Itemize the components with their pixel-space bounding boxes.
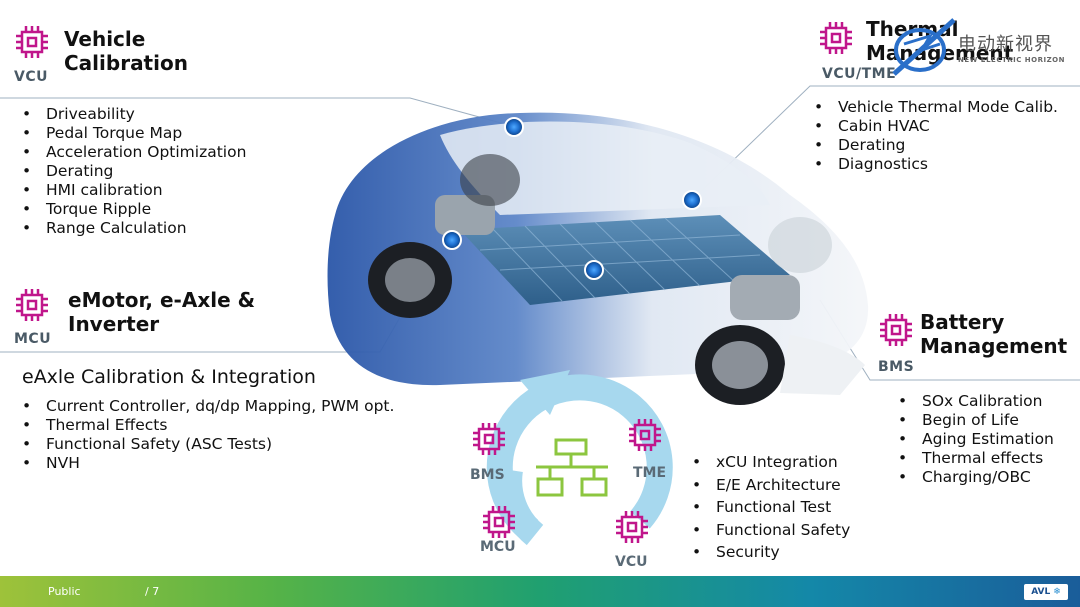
thermal-management-tag: VCU/TME [822,66,897,82]
vehicle-calibration-list: DriveabilityPedal Torque MapAcceleration… [20,105,246,238]
battery-management-list: SOx CalibrationBegin of LifeAging Estima… [896,392,1054,487]
cycle-label-vcu: VCU [615,554,648,570]
list-item: Vehicle Thermal Mode Calib. [812,98,1058,117]
list-item: Functional Test [690,496,850,519]
list-item: SOx Calibration [896,392,1054,411]
list-item: Begin of Life [896,411,1054,430]
callout-dot-bms [584,260,604,280]
list-item: Range Calculation [20,219,246,238]
battery-management-title: Battery Management [920,310,1068,358]
list-item: Cabin HVAC [812,117,1058,136]
list-item: Derating [812,136,1058,155]
list-item: Derating [20,162,246,181]
list-item: Security [690,541,850,564]
callout-dot-tme [682,190,702,210]
list-item: xCU Integration [690,451,850,474]
list-item: Torque Ripple [20,200,246,219]
watermark-chinese: 电动新视界 [958,34,1053,55]
list-item: Pedal Torque Map [20,124,246,143]
list-item: E/E Architecture [690,474,850,497]
emotor-list: Current Controller, dq/dp Mapping, PWM o… [20,397,394,473]
integration-cycle-arrow [486,370,673,546]
list-item: Functional Safety [690,519,850,542]
chip-icon [473,423,505,455]
vehicle-calibration-tag: VCU [14,69,48,85]
car-illustration [327,112,869,405]
list-item: Thermal Effects [20,416,394,435]
list-item: Charging/OBC [896,468,1054,487]
watermark-english: NEW ELECTRIC HORIZON [958,56,1065,64]
list-item: Acceleration Optimization [20,143,246,162]
avl-logo: AVL ❄ [1024,584,1068,600]
thermal-management-list: Vehicle Thermal Mode Calib.Cabin HVACDer… [812,98,1058,174]
cycle-label-tme: TME [633,465,667,481]
footer-classification: Public [48,585,81,598]
list-item: Current Controller, dq/dp Mapping, PWM o… [20,397,394,416]
integration-list: xCU IntegrationE/E ArchitectureFunctiona… [690,451,850,564]
emotor-tag: MCU [14,331,52,347]
list-item: NVH [20,454,394,473]
emotor-subtitle: eAxle Calibration & Integration [22,366,316,388]
chip-icon [629,419,661,451]
chip-icon [16,289,48,321]
emotor-title: eMotor, e-Axle & Inverter [68,288,256,336]
vehicle-calibration-title: Vehicle Calibration [64,27,188,75]
list-item: Thermal effects [896,449,1054,468]
cycle-label-mcu: MCU [480,539,516,555]
network-topology-icon [536,438,608,497]
cycle-label-bms: BMS [470,467,505,483]
chip-icon [616,511,648,543]
electric-horizon-logo-icon [892,18,956,76]
avl-logo-text: AVL [1031,587,1051,597]
list-item: Aging Estimation [896,430,1054,449]
callout-dot-mcu [442,230,462,250]
chip-icon [880,314,912,346]
chip-icon [820,22,852,54]
list-item: Driveability [20,105,246,124]
callout-dot-vcu [504,117,524,137]
footer-page-number: / 7 [145,585,160,598]
list-item: Functional Safety (ASC Tests) [20,435,394,454]
footer-bar [0,576,1080,607]
chip-icon [483,506,515,538]
snowflake-icon: ❄ [1053,587,1061,597]
list-item: Diagnostics [812,155,1058,174]
chip-icon [16,26,48,58]
list-item: HMI calibration [20,181,246,200]
battery-management-tag: BMS [878,359,915,375]
